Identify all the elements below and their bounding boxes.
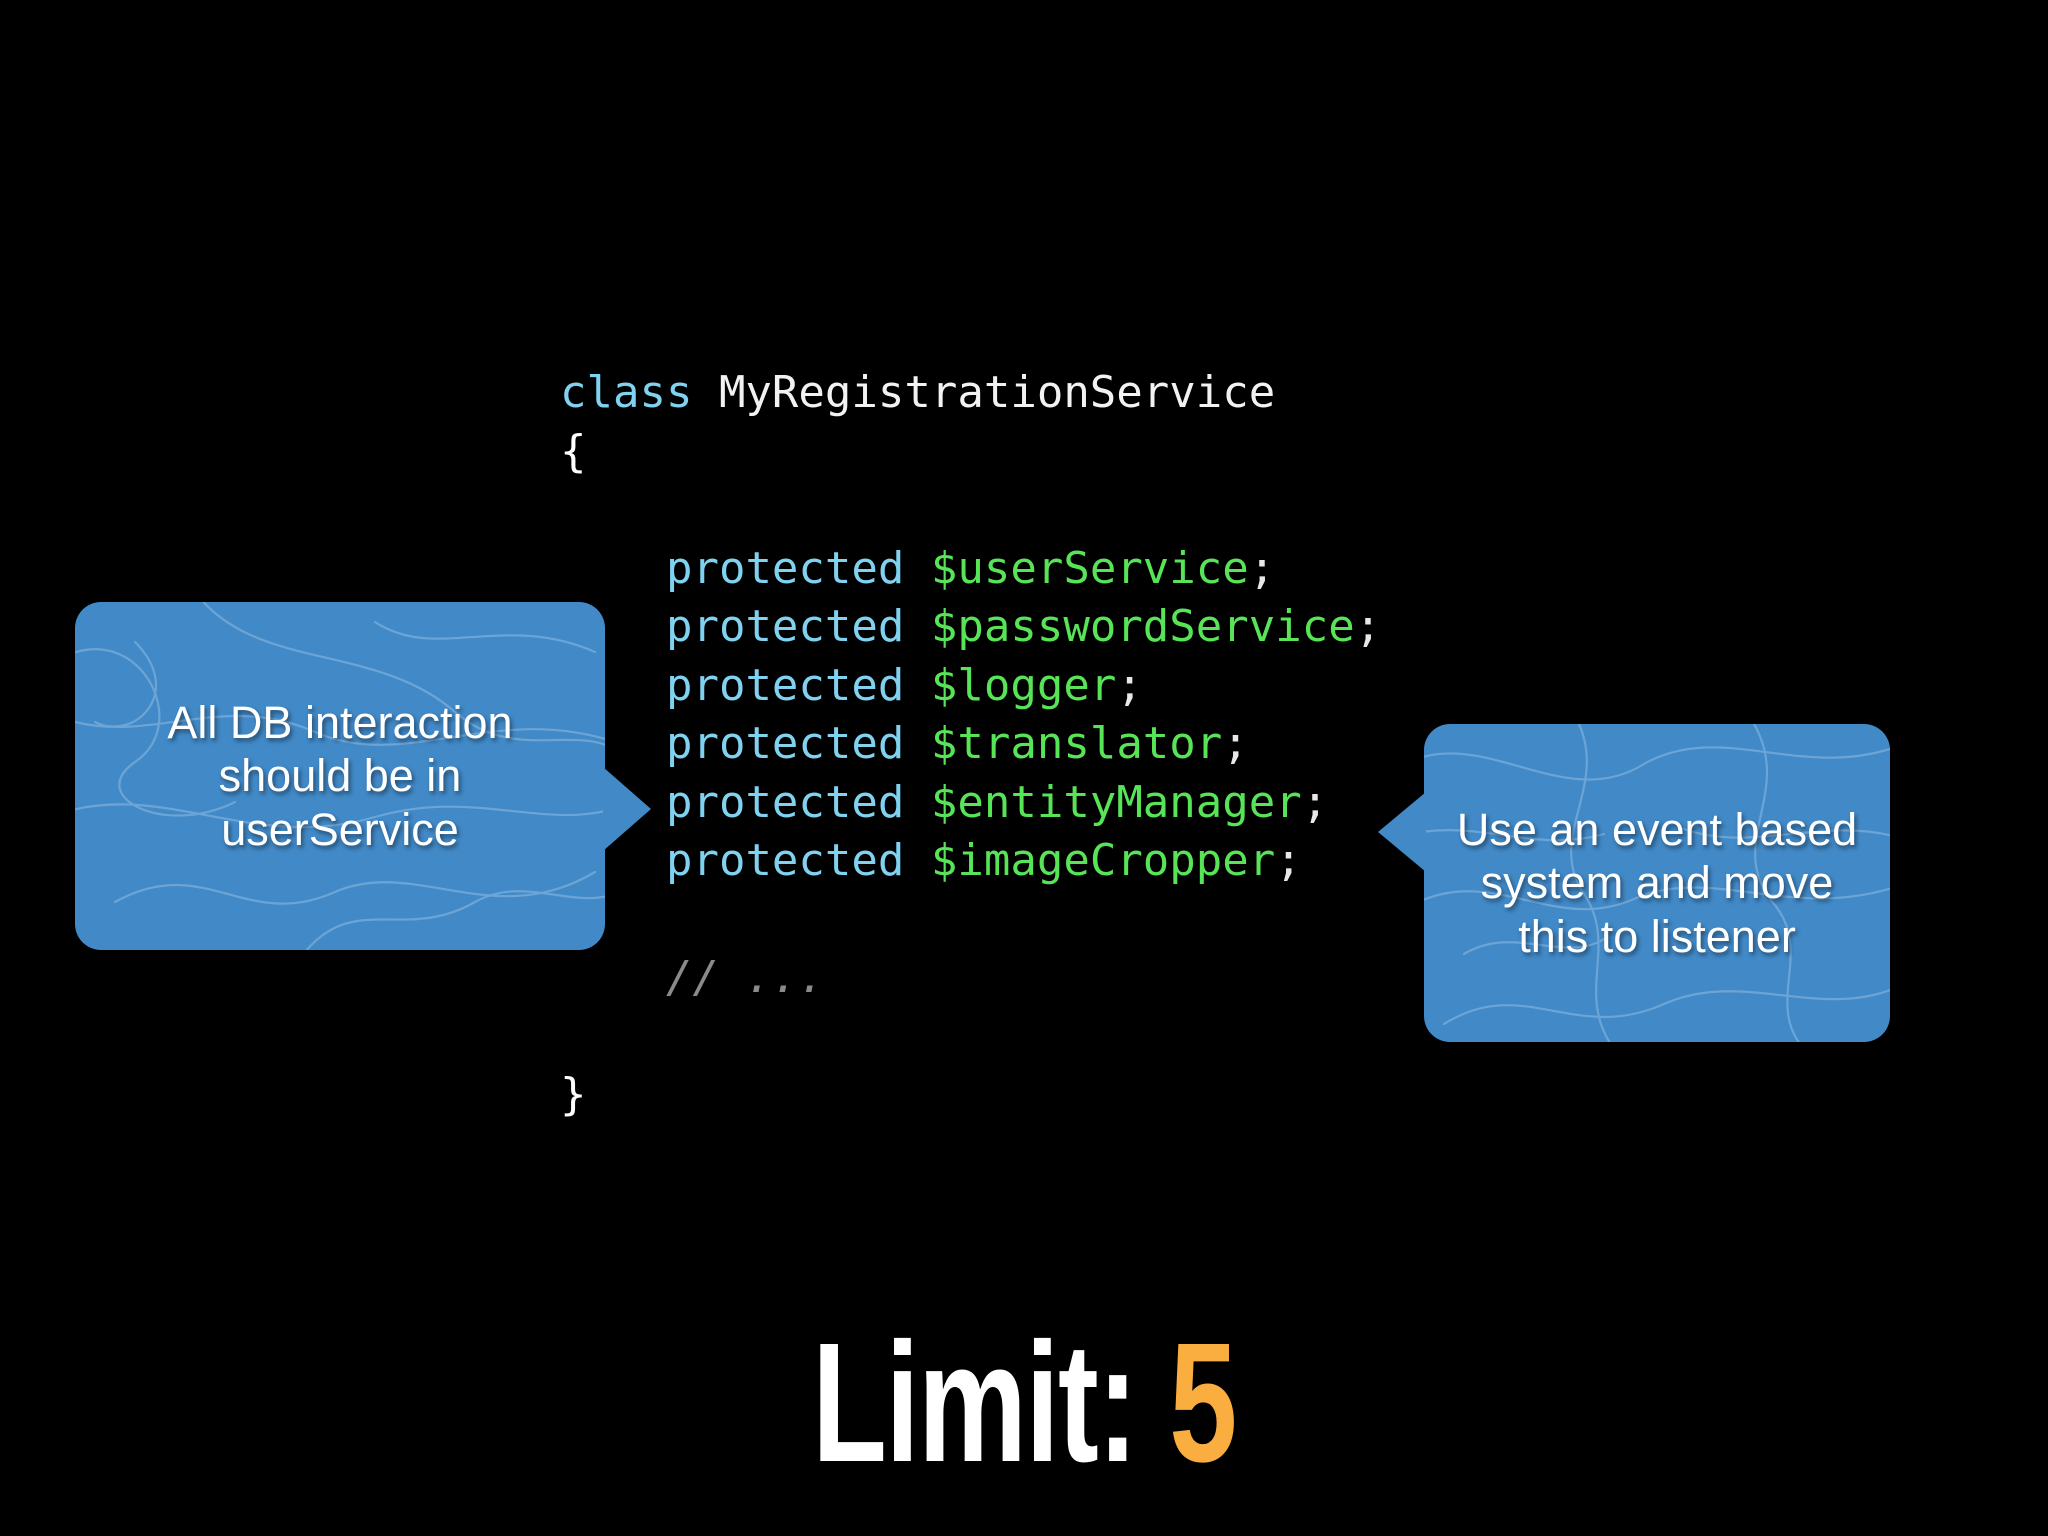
callout-left-text: All DB interaction should be in userServ…	[167, 697, 513, 855]
code-line-blank-2	[560, 891, 1381, 950]
code-line-prop-userservice: protected $userService;	[560, 540, 1381, 599]
keyword-protected: protected	[665, 601, 905, 652]
semicolon: ;	[1301, 776, 1329, 828]
variable-imagecropper: $imageCropper	[904, 835, 1276, 886]
variable-userservice: $userService	[904, 542, 1249, 594]
limit-label: Limit:	[812, 1308, 1138, 1498]
limit-footer: Limit: 5	[287, 1318, 1762, 1488]
code-line-blank-3	[560, 1008, 1381, 1067]
brace-close: }	[560, 1069, 587, 1120]
code-line-prop-translator: protected $translator;	[560, 715, 1381, 774]
code-line-prop-imagecropper: protected $imageCropper;	[560, 832, 1381, 891]
callout-tail-left	[1378, 792, 1426, 872]
code-block: class MyRegistrationService{ protected $…	[560, 364, 1381, 1125]
semicolon: ;	[1354, 601, 1382, 652]
callout-bubble-event-system: Use an event based system and move this …	[1378, 724, 1890, 1042]
class-name-myregistrationservice: MyRegistrationService	[692, 367, 1276, 418]
variable-entitymanager: $entityManager	[904, 776, 1302, 828]
variable-logger: $logger	[904, 659, 1117, 711]
indent-whitespace	[560, 543, 666, 594]
code-line-prop-passwordservice: protected $passwordService;	[560, 598, 1381, 657]
code-line-prop-logger: protected $logger;	[560, 657, 1381, 716]
semicolon: ;	[1275, 835, 1302, 886]
callout-bubble-db-interaction: All DB interaction should be in userServ…	[75, 602, 651, 950]
code-line-comment: // ...	[560, 949, 1381, 1008]
semicolon: ;	[1248, 542, 1276, 594]
keyword-protected: protected	[665, 776, 905, 828]
code-line-class-declaration: class MyRegistrationService	[560, 364, 1381, 423]
comment-ellipsis: // ...	[665, 952, 825, 1003]
code-line-open-brace: {	[560, 423, 1381, 482]
brace-open: {	[560, 425, 587, 477]
keyword-protected: protected	[665, 542, 905, 594]
indent-whitespace	[560, 952, 666, 1003]
keyword-protected: protected	[665, 835, 905, 886]
variable-translator: $translator	[904, 718, 1223, 769]
keyword-class: class	[560, 367, 693, 418]
keyword-protected: protected	[665, 659, 905, 711]
semicolon: ;	[1116, 659, 1143, 711]
code-line-prop-entitymanager: protected $entityManager;	[560, 774, 1381, 833]
callout-right-text: Use an event based system and move this …	[1456, 804, 1858, 962]
semicolon: ;	[1222, 718, 1249, 769]
limit-value: 5	[1136, 1308, 1237, 1498]
variable-passwordservice: $passwordService	[904, 601, 1355, 652]
code-line-blank-1	[560, 481, 1381, 540]
callout-tail-right	[603, 767, 651, 851]
code-line-close-brace: }	[560, 1066, 1381, 1125]
keyword-protected: protected	[665, 718, 905, 769]
